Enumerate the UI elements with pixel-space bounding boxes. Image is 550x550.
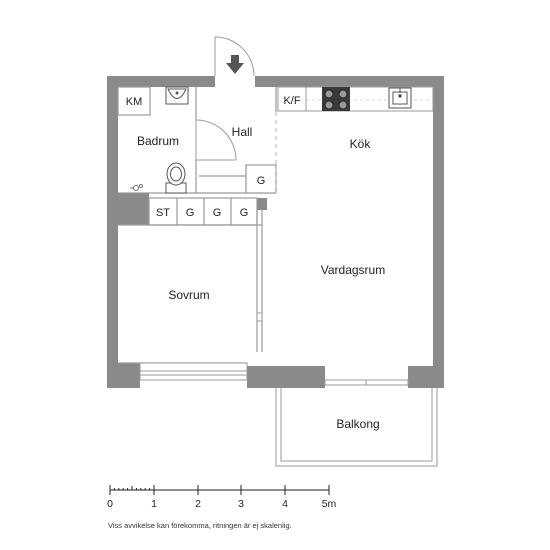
entrance-arrow-icon xyxy=(226,55,244,74)
wall-bottom-left xyxy=(107,363,140,388)
bedroom-sliding-door xyxy=(256,312,263,322)
scale-tick-label: 0 xyxy=(107,498,113,510)
storage-label-g2: G xyxy=(213,207,222,219)
room-label-hall: Hall xyxy=(232,125,253,139)
sink-icon xyxy=(388,87,412,109)
wall-bottom-right xyxy=(408,366,444,388)
wall-bedroom-right xyxy=(257,198,267,210)
bedroom-window xyxy=(139,362,248,381)
room-label-balkong: Balkong xyxy=(336,417,379,431)
toilet-icon xyxy=(165,162,187,194)
room-label-kf: K/F xyxy=(283,95,300,107)
storage-label-g1: G xyxy=(186,207,195,219)
wall-left xyxy=(107,76,118,388)
stove-icon xyxy=(322,87,350,111)
floor-drain-icon xyxy=(130,184,143,191)
wall-top-left xyxy=(107,76,215,87)
bathroom-door xyxy=(195,119,237,161)
storage-label-st: ST xyxy=(156,207,170,219)
room-label-badrum: Badrum xyxy=(137,134,179,148)
scale-tick-label: 5m xyxy=(322,498,337,510)
disclaimer-note: Viss avvikelse kan förekomma, ritningen … xyxy=(108,521,292,530)
scale-tick-label: 3 xyxy=(238,498,244,510)
room-label-vardagsrum: Vardagsrum xyxy=(321,263,385,277)
entrance-door xyxy=(214,36,255,77)
room-label-sovrum: Sovrum xyxy=(168,288,209,302)
wall-bottom-mid xyxy=(247,366,325,388)
scale-tick-label: 4 xyxy=(282,498,288,510)
outer-walls xyxy=(107,76,444,388)
wall-right xyxy=(433,76,444,388)
scale-tick-label: 2 xyxy=(195,498,201,510)
room-label-km: KM xyxy=(126,96,143,108)
storage-label-hall-g: G xyxy=(257,175,266,187)
interior-walls xyxy=(117,86,277,364)
wall-middle-left xyxy=(107,193,149,225)
scale-bar xyxy=(109,485,330,495)
scale-tick-label: 1 xyxy=(151,498,157,510)
wall-top-right xyxy=(255,76,444,87)
balcony-outline xyxy=(275,388,438,467)
room-label-kok: Kök xyxy=(350,137,372,151)
washbasin-icon xyxy=(165,86,189,105)
storage-label-g3: G xyxy=(240,207,249,219)
balcony-door xyxy=(324,379,409,386)
